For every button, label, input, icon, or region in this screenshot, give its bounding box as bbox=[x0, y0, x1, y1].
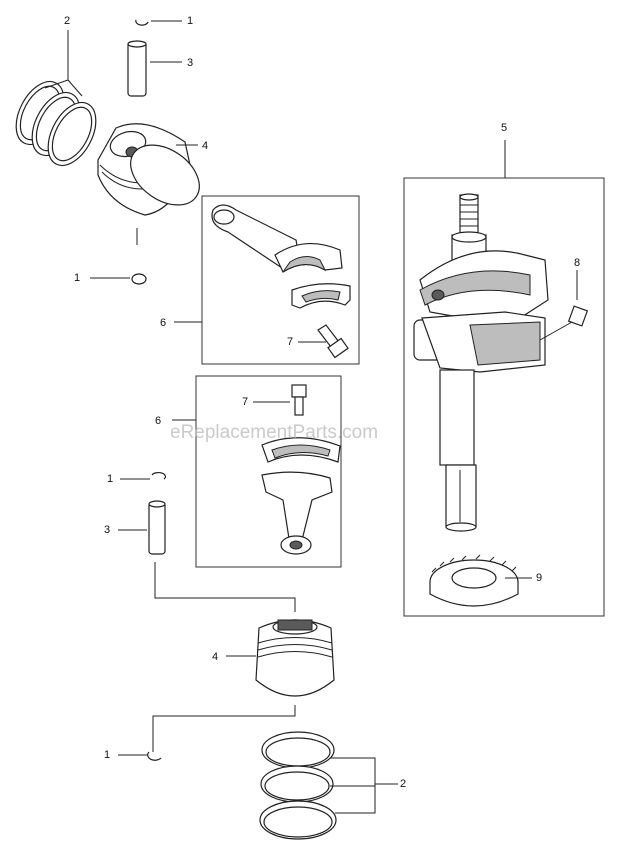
callout-ring-set-top: 2 bbox=[64, 15, 70, 27]
snap-ring-top[interactable] bbox=[135, 19, 149, 26]
leader-line bbox=[67, 79, 83, 97]
piston-pin-bottom[interactable] bbox=[148, 500, 166, 555]
callout-piston-pin-top: 3 bbox=[187, 57, 193, 69]
callout-piston-pin-bottom: 3 bbox=[104, 524, 110, 536]
leader-line bbox=[44, 79, 69, 89]
snap-ring-mid[interactable] bbox=[131, 273, 147, 285]
callout-piston-bottom: 4 bbox=[212, 651, 218, 663]
callout-rod-bolt-top: 7 bbox=[287, 336, 293, 348]
piston-pin-top[interactable] bbox=[127, 40, 147, 97]
callout-key: 8 bbox=[574, 257, 580, 269]
piston-top[interactable] bbox=[97, 123, 210, 217]
callout-snap-ring-lower: 1 bbox=[107, 473, 113, 485]
timing-gear[interactable] bbox=[429, 554, 519, 607]
piston-ring-set-bottom[interactable] bbox=[259, 731, 337, 840]
leader-line bbox=[154, 562, 296, 612]
connecting-rod-bottom[interactable] bbox=[261, 437, 341, 555]
watermark: eReplacementParts.com bbox=[170, 422, 378, 443]
connecting-rod-box-bottom bbox=[195, 375, 342, 568]
rod-bolt-bottom[interactable] bbox=[291, 384, 307, 416]
key[interactable] bbox=[567, 305, 589, 327]
callout-rod-bolt-bottom: 7 bbox=[242, 396, 248, 408]
piston-ring-set-top[interactable] bbox=[6, 74, 105, 174]
callout-snap-ring-top: 1 bbox=[187, 15, 193, 27]
callout-piston-top: 4 bbox=[202, 140, 208, 152]
leader-line bbox=[152, 705, 296, 752]
connecting-rod-box-top bbox=[201, 195, 360, 365]
callout-connecting-rod-bottom: 6 bbox=[155, 415, 161, 427]
callout-crankshaft: 5 bbox=[501, 122, 507, 134]
rod-bolt-top[interactable] bbox=[317, 324, 349, 359]
callout-connecting-rod-top: 6 bbox=[160, 317, 166, 329]
piston-bottom[interactable] bbox=[255, 619, 335, 697]
callout-snap-ring-mid: 1 bbox=[74, 272, 80, 284]
leader-line bbox=[539, 321, 573, 341]
snap-ring-lower[interactable] bbox=[151, 471, 167, 480]
connecting-rod-top[interactable] bbox=[211, 204, 351, 309]
callout-ring-set-bottom: 2 bbox=[400, 778, 406, 790]
snap-ring-bottom[interactable] bbox=[147, 751, 162, 761]
crankshaft[interactable] bbox=[413, 193, 549, 532]
crankshaft-box bbox=[403, 177, 605, 617]
callout-snap-ring-bottom: 1 bbox=[104, 749, 110, 761]
callout-timing-gear: 9 bbox=[536, 572, 542, 584]
